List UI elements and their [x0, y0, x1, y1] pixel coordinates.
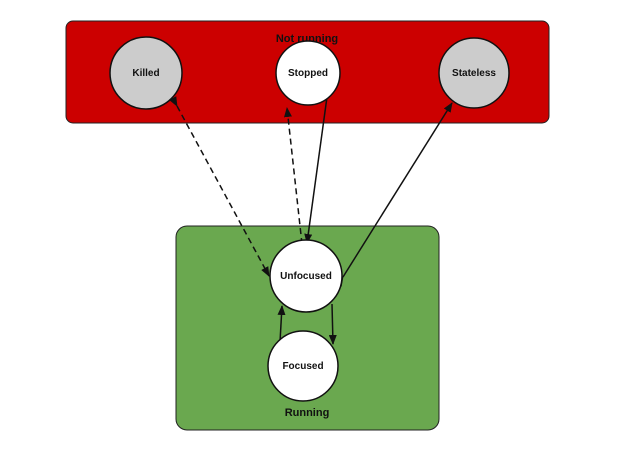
edge-killed-unfocused: [169, 96, 270, 277]
edge-focused-unfocused: [277, 305, 286, 343]
state-stopped-label: Stopped: [288, 68, 328, 79]
running-label: Running: [285, 407, 330, 419]
state-unfocused[interactable]: Unfocused: [269, 239, 343, 313]
state-unfocused-label: Unfocused: [280, 271, 332, 282]
state-focused[interactable]: Focused: [267, 330, 339, 402]
state-stateless-label: Stateless: [452, 68, 496, 79]
state-killed[interactable]: Killed: [109, 36, 183, 110]
edge-unfocused-stateless: [334, 102, 453, 287]
state-killed-label: Killed: [132, 68, 159, 79]
edge-unfocused-focused: [328, 303, 337, 345]
state-stateless[interactable]: Stateless: [438, 37, 510, 109]
state-stopped-circle: [275, 40, 341, 106]
state-stopped[interactable]: Stopped: [275, 40, 341, 106]
not-running-label: Not running: [276, 33, 338, 45]
transitions: [169, 96, 453, 345]
state-stateless-circle: [438, 37, 510, 109]
state-focused-circle: [267, 330, 339, 402]
state-killed-circle: [109, 36, 183, 110]
state-focused-label: Focused: [282, 361, 323, 372]
edge-stopped-unfocused: [304, 96, 328, 244]
edge-unfocused-stopped: [284, 107, 303, 245]
state-unfocused-circle: [269, 239, 343, 313]
